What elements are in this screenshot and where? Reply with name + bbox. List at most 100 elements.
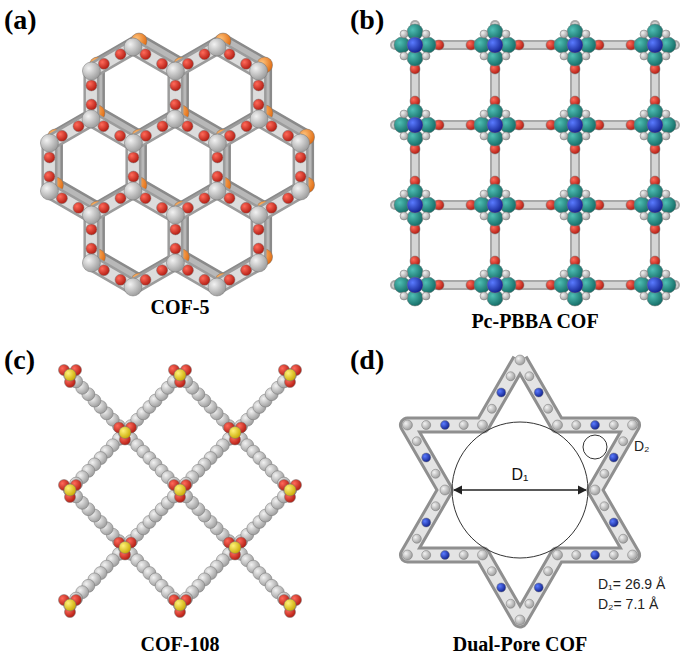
oxygen-atom	[157, 265, 168, 276]
nitrogen-atom	[591, 421, 600, 430]
phthalocyanine-atom	[662, 110, 670, 118]
oxygen-atom	[157, 58, 168, 69]
phthalocyanine-atom	[502, 270, 510, 278]
nitrogen-atom	[440, 421, 449, 430]
silicon-node	[119, 427, 131, 439]
oxygen-atom	[86, 243, 97, 254]
phthalocyanine-atom	[640, 52, 648, 60]
nitrogen-atom	[497, 583, 506, 592]
phthalocyanine-atom	[400, 30, 408, 38]
vertex-node	[124, 182, 142, 200]
oxygen-atom	[212, 171, 223, 182]
linker-bar	[395, 120, 675, 130]
phthalocyanine-atom	[400, 132, 408, 140]
phthalocyanine-atom	[560, 190, 568, 198]
linker-bar	[395, 40, 675, 50]
silicon-node	[174, 484, 186, 496]
phthalocyanine-atom	[480, 52, 488, 60]
vertex-node	[124, 134, 142, 152]
vertex-node	[250, 110, 268, 128]
phthalocyanine-atom	[422, 270, 430, 278]
vertex-node	[166, 206, 184, 224]
phthalocyanine-atom	[502, 292, 510, 300]
carbon-atom	[478, 420, 488, 430]
phthalocyanine-atom	[422, 30, 430, 38]
vertex-node	[82, 110, 100, 128]
oxygen-atom	[212, 152, 223, 163]
phthalocyanine-atom	[422, 292, 430, 300]
phthalocyanine-atom	[400, 110, 408, 118]
phthalocyanine-core	[647, 197, 663, 213]
phthalocyanine-atom	[502, 190, 510, 198]
vertex-node	[208, 134, 226, 152]
carbon-atom	[431, 502, 440, 511]
phthalocyanine-atom	[582, 30, 590, 38]
phthalocyanine-atom	[582, 292, 590, 300]
vertex-node	[82, 206, 100, 224]
silicon-node	[119, 542, 131, 554]
phthalocyanine-core	[487, 37, 503, 53]
vertex-node	[208, 182, 226, 200]
phthalocyanine-atom	[400, 52, 408, 60]
oxygen-atom	[128, 152, 139, 163]
nitrogen-atom	[440, 550, 449, 559]
large-pore-circle	[452, 422, 588, 558]
phthalocyanine-core	[407, 197, 423, 213]
phthalocyanine-atom	[560, 30, 568, 38]
small-pore-circle	[583, 435, 607, 459]
panel-letter: (c)	[4, 344, 35, 376]
structure-name: COF-5	[151, 296, 210, 319]
vertex-node	[166, 110, 184, 128]
nitrogen-atom	[609, 518, 618, 527]
phthalocyanine-atom	[662, 292, 670, 300]
phthalocyanine-atom	[400, 292, 408, 300]
carbon-atom	[544, 404, 553, 413]
nitrogen-atom	[534, 388, 543, 397]
phthalocyanine-core	[487, 197, 503, 213]
phthalocyanine-atom	[400, 212, 408, 220]
carbon-atom	[609, 550, 618, 559]
oxygen-atom	[115, 130, 126, 141]
oxygen-atom	[253, 243, 264, 254]
phthalocyanine-atom	[480, 190, 488, 198]
vertex-node	[292, 182, 310, 200]
carbon-atom	[515, 355, 525, 365]
phthalocyanine-atom	[662, 30, 670, 38]
phthalocyanine-atom	[582, 190, 590, 198]
panel-letter: (b)	[350, 4, 384, 36]
vertex-node	[124, 38, 142, 56]
phthalocyanine-core	[487, 117, 503, 133]
phthalocyanine-atom	[560, 270, 568, 278]
vertex-node	[250, 254, 268, 272]
phthalocyanine-atom	[560, 292, 568, 300]
carbon-atom	[600, 469, 609, 478]
phthalocyanine-atom	[560, 132, 568, 140]
phthalocyanine-atom	[582, 52, 590, 60]
linker-bar	[395, 200, 675, 210]
oxygen-atom	[170, 243, 181, 254]
carbon-atom	[402, 420, 412, 430]
dimension-value: D₂= 7.1 Å	[598, 596, 658, 612]
phthalocyanine-atom	[662, 190, 670, 198]
phthalocyanine-atom	[480, 212, 488, 220]
structure-name: COF-108	[141, 633, 220, 656]
carbon-atom	[412, 437, 421, 446]
vertex-node	[40, 134, 58, 152]
vertex-node	[208, 278, 226, 296]
oxygen-atom	[86, 99, 97, 110]
phthalocyanine-core	[487, 277, 503, 293]
phthalocyanine-atom	[582, 270, 590, 278]
phthalocyanine-atom	[502, 212, 510, 220]
oxygen-atom	[170, 99, 181, 110]
carbon-atom	[525, 372, 534, 381]
carbon-atom	[478, 550, 488, 560]
oxygen-atom	[128, 171, 139, 182]
phthalocyanine-core	[407, 117, 423, 133]
phthalocyanine-atom	[640, 30, 648, 38]
carbon-atom	[431, 469, 440, 478]
silicon-node	[64, 369, 76, 381]
silicon-node	[64, 599, 76, 611]
vertex-node	[40, 182, 58, 200]
carbon-atom	[619, 534, 628, 543]
